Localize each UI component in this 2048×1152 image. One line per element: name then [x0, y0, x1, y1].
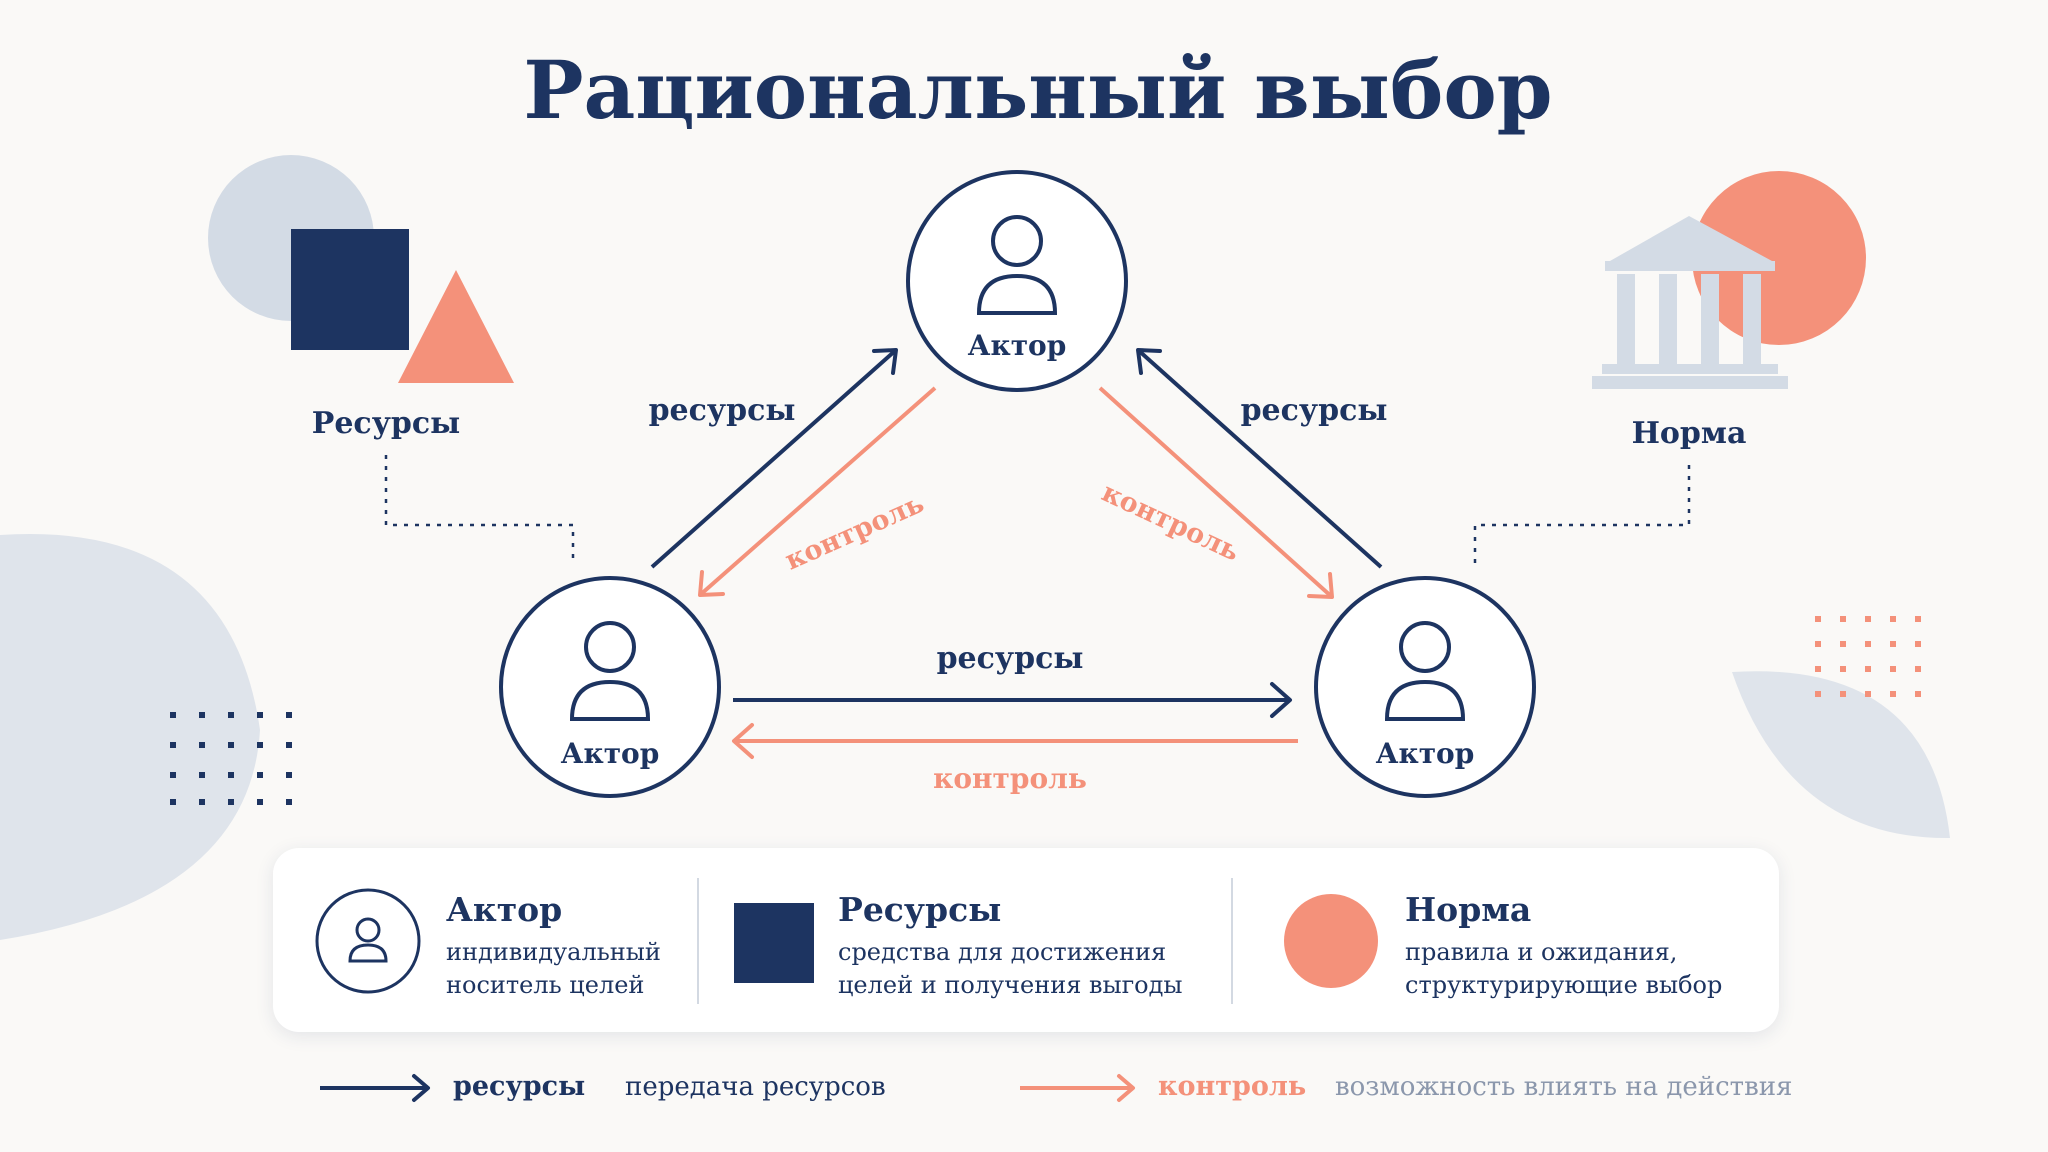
arrow-legend-resources-term: ресурсы [453, 1071, 586, 1102]
decor-dot-grid-right [1815, 616, 1921, 697]
legend-item-norm: Норма правила и ожидания, структурирующи… [1233, 848, 1779, 1032]
side-label-norm: Норма [1632, 416, 1747, 451]
edge-left-to-top [650, 348, 898, 569]
page-title: Рациональный выбор [523, 43, 1552, 137]
legend-arrow-resources-icon [320, 1074, 430, 1102]
actor-node-right-label: Актор [1376, 737, 1475, 770]
legend-arrow-control-icon [1020, 1074, 1135, 1102]
actor-node-right: Актор [1314, 576, 1536, 798]
building-icon [1592, 216, 1788, 389]
legend-norm-desc-2: структурирующие выбор [1405, 971, 1723, 999]
edge-label-top-to-right: контроль [1097, 477, 1244, 568]
legend-card: Актор индивидуальный носитель целей Ресу… [273, 848, 1779, 1032]
legend-actor-desc-2: носитель целей [446, 971, 645, 999]
norm-connector [1473, 465, 1691, 565]
norm-illustration [1592, 171, 1866, 389]
arrow-legend-control-term: контроль [1158, 1071, 1307, 1102]
person-icon [569, 621, 651, 721]
actor-node-left: Актор [499, 576, 721, 798]
edge-label-left-to-right: ресурсы [937, 641, 1084, 676]
legend-item-actor: Актор индивидуальный носитель целей [273, 848, 698, 1032]
legend-norm-desc-1: правила и ожидания, [1405, 938, 1678, 966]
legend-item-resources: Ресурсы средства для достижения целей и … [699, 848, 1204, 1032]
edge-right-to-top [1136, 348, 1383, 569]
resources-illustration [208, 155, 514, 383]
actor-node-left-label: Актор [561, 737, 660, 770]
decor-dot-grid-left [170, 712, 292, 805]
side-label-resources: Ресурсы [312, 406, 460, 441]
person-icon [1384, 621, 1466, 721]
edge-label-right-to-left: контроль [933, 762, 1087, 795]
actor-node-top: Актор [906, 170, 1128, 392]
decor-leaf-right [1732, 671, 1950, 839]
edge-label-left-to-top: ресурсы [649, 393, 796, 428]
norm-bg-circle [1692, 171, 1866, 345]
legend-resources-square-icon [734, 903, 814, 983]
edge-right-to-left [732, 723, 1298, 759]
resources-triangle-icon [398, 270, 514, 383]
edge-left-to-right [733, 682, 1292, 718]
legend-actor-icon [315, 888, 421, 994]
edge-label-top-to-left: контроль [781, 488, 929, 577]
legend-norm-title: Норма [1405, 890, 1532, 929]
resources-square-icon [291, 229, 409, 350]
legend-divider [1231, 878, 1233, 1004]
legend-resources-desc-2: целей и получения выгоды [838, 971, 1183, 999]
resources-connector [384, 455, 575, 565]
person-icon [976, 215, 1058, 315]
legend-actor-desc-1: индивидуальный [446, 938, 661, 966]
edge-top-to-left [698, 386, 937, 597]
actor-node-top-label: Актор [968, 329, 1067, 362]
edge-top-to-right [1098, 386, 1334, 599]
legend-divider [697, 878, 699, 1004]
legend-norm-circle-icon [1284, 894, 1378, 988]
edge-label-right-to-top: ресурсы [1241, 393, 1388, 428]
decor-blob-left [0, 534, 260, 940]
arrow-legend-resources-desc: передача ресурсов [625, 1072, 886, 1102]
legend-actor-title: Актор [446, 890, 563, 929]
legend-resources-desc-1: средства для достижения [838, 938, 1167, 966]
arrow-legend-control-desc: возможность влиять на действия [1335, 1072, 1793, 1102]
legend-resources-title: Ресурсы [838, 890, 1002, 929]
